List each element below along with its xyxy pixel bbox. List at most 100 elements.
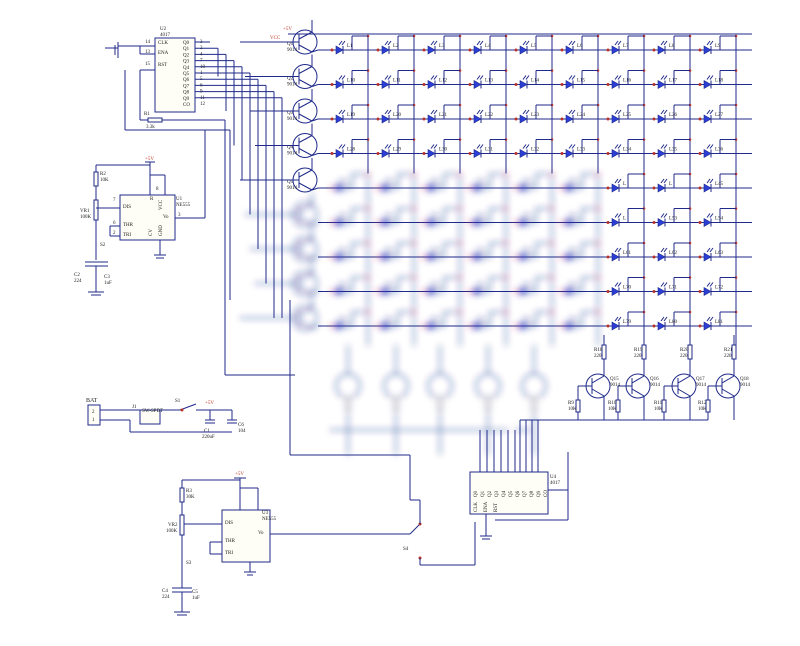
- led-icon: [519, 45, 528, 55]
- led-label: L23: [531, 113, 540, 118]
- led-label: L: [577, 286, 580, 291]
- junction: [652, 117, 656, 121]
- led-label: L: [623, 182, 626, 187]
- led-label: L10: [347, 79, 356, 84]
- u3-timer: U3 NE555 DIS THR TRI Vo +5V R3 30K VR2 1…: [162, 472, 421, 616]
- led-icon: [703, 286, 712, 297]
- led-ray: [568, 109, 573, 115]
- led-ray: [660, 144, 665, 149]
- led-label: L31: [485, 148, 494, 153]
- led-ray: [706, 316, 711, 322]
- led-ray: [706, 144, 711, 149]
- junction: [514, 324, 518, 328]
- led-icon: [703, 148, 712, 159]
- led-icon: [335, 183, 344, 193]
- u3-pin-vo: Vo: [258, 531, 264, 536]
- junction: [560, 117, 564, 121]
- u2-pin-number: 6: [200, 83, 203, 88]
- led-ray: [617, 75, 622, 80]
- led-icon: [703, 217, 712, 228]
- u4-pin-name: Q3: [495, 490, 500, 497]
- led-icon: [657, 114, 666, 124]
- junction: [468, 48, 472, 52]
- junction: [606, 48, 610, 52]
- led-ray: [709, 213, 714, 218]
- led-ray: [479, 109, 484, 115]
- u1-pin-vo: Vo: [163, 215, 169, 220]
- led-label: L61: [623, 251, 632, 256]
- led-ray: [338, 109, 343, 115]
- led-label: L: [531, 286, 534, 291]
- led-ray: [476, 40, 481, 46]
- junction: [330, 255, 334, 259]
- junction: [652, 255, 656, 259]
- led-icon: [335, 252, 344, 262]
- led-icon: [565, 148, 574, 159]
- u4-part: 4017: [550, 481, 561, 486]
- led-ray: [617, 40, 622, 46]
- junction: [514, 48, 518, 52]
- led-ray: [568, 213, 573, 218]
- led-ray: [387, 75, 392, 80]
- led-ray: [341, 282, 346, 287]
- led-icon: [703, 183, 712, 193]
- transistor-lead: [298, 273, 313, 281]
- led-ray: [341, 316, 346, 322]
- led-ray: [706, 109, 711, 115]
- resistor-value: 10K: [608, 407, 617, 412]
- led-label: L30: [439, 148, 448, 153]
- u4-pin-name: Q8: [530, 490, 535, 497]
- r2-value: 10K: [100, 178, 109, 183]
- led-icon: [381, 217, 390, 228]
- led-ray: [568, 144, 573, 149]
- transistor-lead: [298, 135, 313, 143]
- u2-pin-number: 11: [200, 96, 205, 101]
- junction: [376, 324, 380, 328]
- u4-pin-name: Q4: [502, 490, 507, 497]
- led-ray: [476, 144, 481, 149]
- led-ray: [522, 109, 527, 115]
- vr1-ref: VR1: [80, 209, 90, 214]
- led-ray: [706, 213, 711, 218]
- led-ray: [660, 247, 665, 253]
- junction: [652, 221, 656, 224]
- led-ray: [384, 75, 389, 80]
- led-icon: [427, 252, 436, 262]
- led-icon: [335, 45, 344, 55]
- led-icon: [703, 252, 712, 262]
- u2-pin-name: Q4: [183, 66, 190, 71]
- led-ray: [660, 316, 665, 322]
- junction: [514, 186, 518, 190]
- u1-body: [119, 194, 176, 241]
- transistor-part: 9014: [287, 117, 298, 122]
- u1-pin-gnd: GND: [159, 225, 164, 236]
- led-ray: [476, 282, 481, 287]
- junction: [514, 290, 518, 293]
- led-icon: [335, 79, 344, 90]
- transistor-ref: Q5: [287, 180, 294, 185]
- led-ray: [709, 247, 714, 253]
- u2-pin-number: 15: [145, 62, 151, 67]
- junction: [652, 324, 656, 328]
- led-label: L72: [715, 286, 724, 291]
- junction: [330, 324, 334, 328]
- led-icon: [381, 252, 390, 262]
- led-ray: [479, 40, 484, 46]
- led-ray: [522, 178, 527, 184]
- junction: [698, 255, 702, 259]
- led-label: L4: [485, 44, 491, 49]
- led-icon: [565, 45, 574, 55]
- u1-pin-thr: THR: [123, 223, 134, 228]
- u1-num-2: 2: [113, 231, 116, 236]
- led-ray: [660, 75, 665, 80]
- led-ray: [663, 213, 668, 218]
- transistor-lead: [311, 222, 319, 225]
- led-icon: [427, 148, 436, 159]
- junction: [560, 83, 564, 86]
- led-label: L21: [439, 113, 448, 118]
- led-ray: [476, 75, 481, 80]
- led-ray: [338, 75, 343, 80]
- c2-ref: C2: [74, 273, 80, 278]
